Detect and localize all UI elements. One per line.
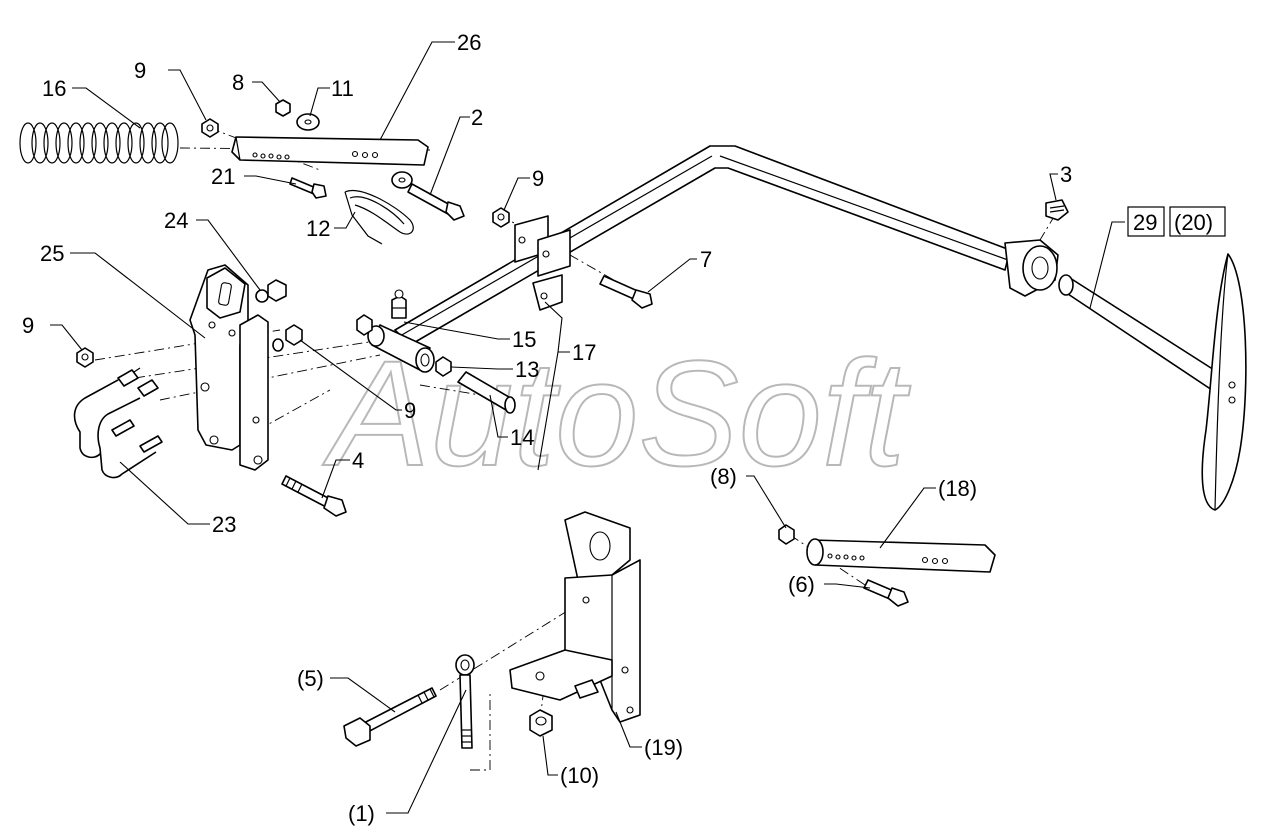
callout-9-lower: 9 xyxy=(404,398,416,423)
bolt-part-2 xyxy=(407,183,465,221)
callout-1: (1) xyxy=(348,801,375,826)
callout-18: (18) xyxy=(938,476,977,501)
pivot-tube xyxy=(367,324,435,373)
callout-2: 2 xyxy=(471,105,483,130)
callout-16: 16 xyxy=(42,76,66,101)
bolt-part-4 xyxy=(281,475,347,517)
nut-pivot xyxy=(356,314,373,336)
nut-part-8 xyxy=(275,99,291,117)
callout-20: (20) xyxy=(1174,210,1213,235)
bracket-part-19 xyxy=(509,511,641,723)
callout-labels: 16 9 8 11 26 2 21 12 9 3 29 (20) 24 25 7… xyxy=(22,30,1213,826)
callout-9-left: 9 xyxy=(22,313,34,338)
callout-25: 25 xyxy=(40,241,64,266)
callout-9-top: 9 xyxy=(134,58,146,83)
callout-23: 23 xyxy=(212,512,236,537)
callout-15: 15 xyxy=(512,327,536,352)
nut-part-8-lower xyxy=(778,524,795,545)
spring-part-16 xyxy=(19,122,179,164)
pin-part-14 xyxy=(457,371,516,414)
callout-10: (10) xyxy=(560,763,599,788)
leader-lines xyxy=(50,41,1125,814)
nut-part-13 xyxy=(435,356,452,377)
nut-part-9-right xyxy=(272,324,303,352)
callout-21: 21 xyxy=(211,164,235,189)
callout-6: (6) xyxy=(788,572,815,597)
bolt-part-7 xyxy=(599,275,653,309)
callout-24: 24 xyxy=(164,208,188,233)
bracket-part-25 xyxy=(189,264,269,471)
lever-plates xyxy=(514,215,571,311)
callout-29: 29 xyxy=(1133,210,1157,235)
callout-box-29 xyxy=(1127,206,1165,237)
bolt-part-6 xyxy=(863,579,909,607)
lever-arm-part-17 xyxy=(394,145,1011,346)
eye-bolt-part-1 xyxy=(455,654,475,749)
callout-3: 3 xyxy=(1060,162,1072,187)
lever-bushing xyxy=(1004,239,1059,297)
bolt-part-21 xyxy=(289,177,327,199)
u-bolt-part-23 xyxy=(73,367,163,479)
callout-5: (5) xyxy=(297,666,324,691)
callout-11: 11 xyxy=(331,76,354,101)
spring-clip-part-12 xyxy=(344,190,414,245)
washer-part-11 xyxy=(296,113,320,131)
bolt-part-5 xyxy=(343,687,437,747)
grease-nipple-part-15 xyxy=(391,289,407,319)
callout-box-20 xyxy=(1169,206,1226,237)
washer-part-2 xyxy=(391,171,413,189)
callout-13: 13 xyxy=(515,357,539,382)
callout-17: 17 xyxy=(572,340,596,365)
washer-part-24 xyxy=(255,279,287,303)
callout-9-mid: 9 xyxy=(532,166,544,191)
callout-14: 14 xyxy=(510,425,534,450)
disc-part-20 xyxy=(1201,253,1247,511)
nut-part-9-top xyxy=(201,118,219,138)
nut-part-9-mid xyxy=(492,207,510,228)
shaft-part-29 xyxy=(1058,274,1223,391)
callout-8: 8 xyxy=(232,70,244,95)
callout-19: (19) xyxy=(644,735,683,760)
callout-8-paren: (8) xyxy=(710,464,737,489)
callout-26: 26 xyxy=(457,30,481,55)
callout-7: 7 xyxy=(700,247,712,272)
callout-4: 4 xyxy=(352,448,364,473)
callout-12: 12 xyxy=(306,216,330,241)
nut-part-10 xyxy=(529,709,553,737)
adjusting-bar-part-18 xyxy=(806,538,996,573)
bolt-part-3 xyxy=(1045,199,1069,221)
adjusting-bar-part-26 xyxy=(231,136,429,166)
nut-part-9-left xyxy=(76,347,94,368)
